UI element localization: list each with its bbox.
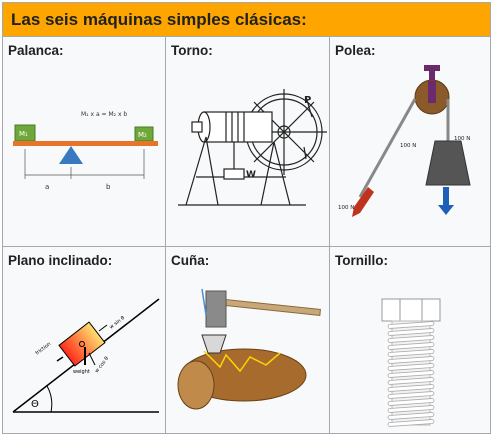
lever-m1-label: M₁ <box>19 130 28 138</box>
pulley-load <box>425 140 471 186</box>
table-title: Las seis máquinas simples clásicas: <box>11 10 307 29</box>
wedge-diagram <box>177 288 322 410</box>
pulley-right-force: 100 N <box>454 136 470 142</box>
cell-lever: Palanca: M₁ x a = M₂ x b M₁ M₂ a b <box>3 37 166 247</box>
lever-fulcrum <box>59 146 83 164</box>
cell-screw: Tornillo: <box>330 247 490 433</box>
hammer-head <box>205 290 227 328</box>
wheel-p-label: P <box>304 95 311 106</box>
lever-m2-label: M₂ <box>138 131 147 139</box>
cell-wedge: Cuña: <box>166 247 330 433</box>
lever-a-label: a <box>45 183 49 191</box>
pulley-diagram: 100 N 100 N 100 N <box>338 65 471 217</box>
cell-label-incline: Plano inclinado: <box>8 253 113 268</box>
cell-label-wheel: Torno: <box>171 43 213 58</box>
screw-diagram <box>381 298 441 427</box>
pulley-down-force: 100 N <box>338 205 354 211</box>
lever-beam <box>13 141 158 146</box>
lever-b-label: b <box>106 183 111 191</box>
lever-equation: M₁ x a = M₂ x b <box>81 111 127 118</box>
wedge-shape <box>201 334 227 354</box>
cell-wheel-axle: Torno: <box>166 37 330 247</box>
cell-inclined-plane: Plano inclinado: Θ weight friction w sin… <box>3 247 166 433</box>
cell-label-screw: Tornillo: <box>335 253 388 268</box>
table-header: Las seis máquinas simples clásicas: <box>3 3 490 37</box>
incline-friction: friction <box>35 341 53 356</box>
wheel-w-label: W <box>246 170 256 180</box>
pulley-red-arrow <box>352 187 374 217</box>
incline-wcos: w cos θ <box>94 356 110 374</box>
cell-label-lever: Palanca: <box>8 43 64 58</box>
lever-diagram: M₁ x a = M₂ x b M₁ M₂ a b <box>13 111 158 191</box>
pulley-left-force: 100 N <box>400 143 416 149</box>
incline-diagram: Θ weight friction w sin θ w cos θ <box>12 298 160 413</box>
screw-head <box>381 298 441 322</box>
wheel-axle-diagram: P W <box>178 89 327 206</box>
incline-weight: weight <box>73 369 90 375</box>
incline-wsin: w sin θ <box>109 315 127 330</box>
cell-label-pulley: Polea: <box>335 43 376 58</box>
incline-theta: Θ <box>31 399 39 410</box>
incline-block <box>58 321 106 367</box>
cell-pulley: Polea: 100 N 100 N 100 N <box>330 37 490 247</box>
pulley-blue-arrow <box>438 187 454 215</box>
cell-label-wedge: Cuña: <box>171 253 210 268</box>
